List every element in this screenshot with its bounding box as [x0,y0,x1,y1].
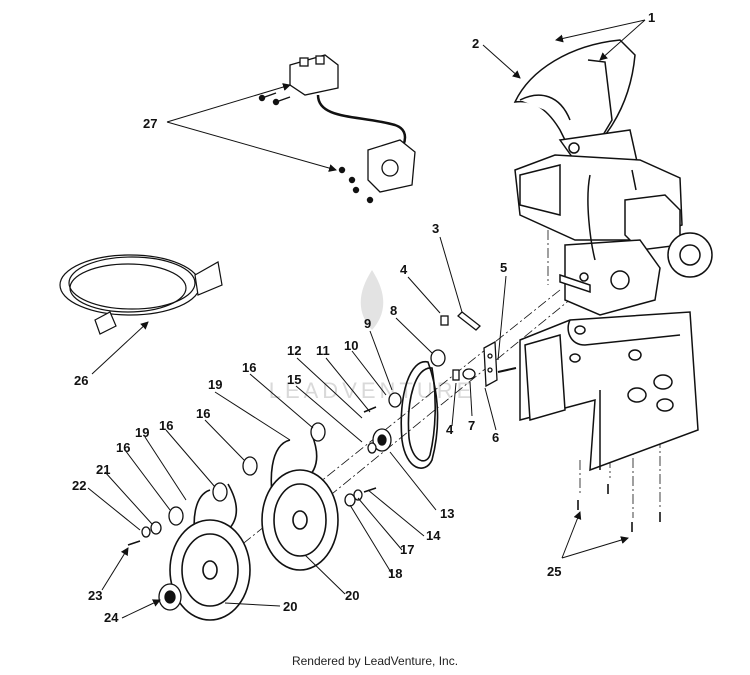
callout-7: 7 [468,418,475,433]
callout-9: 9 [364,316,371,331]
callout-20-a: 20 [345,588,359,603]
hardware-bracket-area [440,311,517,388]
callout-20-b: 20 [283,599,297,614]
callout-19-a: 19 [208,377,222,392]
callout-24: 24 [104,610,119,625]
callout-1: 1 [648,10,655,25]
callout-10: 10 [344,338,358,353]
callout-16-b: 16 [196,406,210,421]
callout-27: 27 [143,116,157,131]
part-chute [513,39,641,176]
callout-23: 23 [88,588,102,603]
callout-16-a: 16 [242,360,256,375]
callout-3: 3 [432,221,439,236]
part-engine [514,154,713,316]
callout-13: 13 [440,506,454,521]
callout-22: 22 [72,478,86,493]
callout-5: 5 [500,260,507,275]
callout-18: 18 [388,566,402,581]
callout-16-c: 16 [159,418,173,433]
part-frame-housing [519,311,699,472]
callout-26: 26 [74,373,88,388]
callout-16-d: 16 [116,440,130,455]
watermark-text: LEADVENTURE [269,378,476,403]
callout-labels: 1 2 3 4 5 8 9 10 11 12 16 15 19 16 4 7 6… [72,10,655,625]
callout-4-lower: 4 [446,422,454,437]
callout-8: 8 [390,303,397,318]
callout-21: 21 [96,462,110,477]
small-parts [141,349,446,611]
flame-logo-icon [360,270,384,330]
footer-credit: Rendered by LeadVenture, Inc. [291,654,459,668]
bolts [127,406,661,546]
callout-4-upper: 4 [400,262,408,277]
callout-6: 6 [492,430,499,445]
callout-14: 14 [426,528,441,543]
callout-11: 11 [316,343,330,358]
watermark: LEADVENTURE [269,270,476,403]
callout-2: 2 [472,36,479,51]
pulleys-20 [169,469,339,621]
arrow-leaders [91,83,629,619]
part-starter-switch [289,54,416,193]
leader-lines [87,19,646,607]
callout-17: 17 [400,542,414,557]
callout-15: 15 [287,372,301,387]
screws-27 [258,92,374,204]
callout-12: 12 [287,343,301,358]
callout-19-b: 19 [135,425,149,440]
callout-25: 25 [547,564,561,579]
part-cord [59,254,223,335]
